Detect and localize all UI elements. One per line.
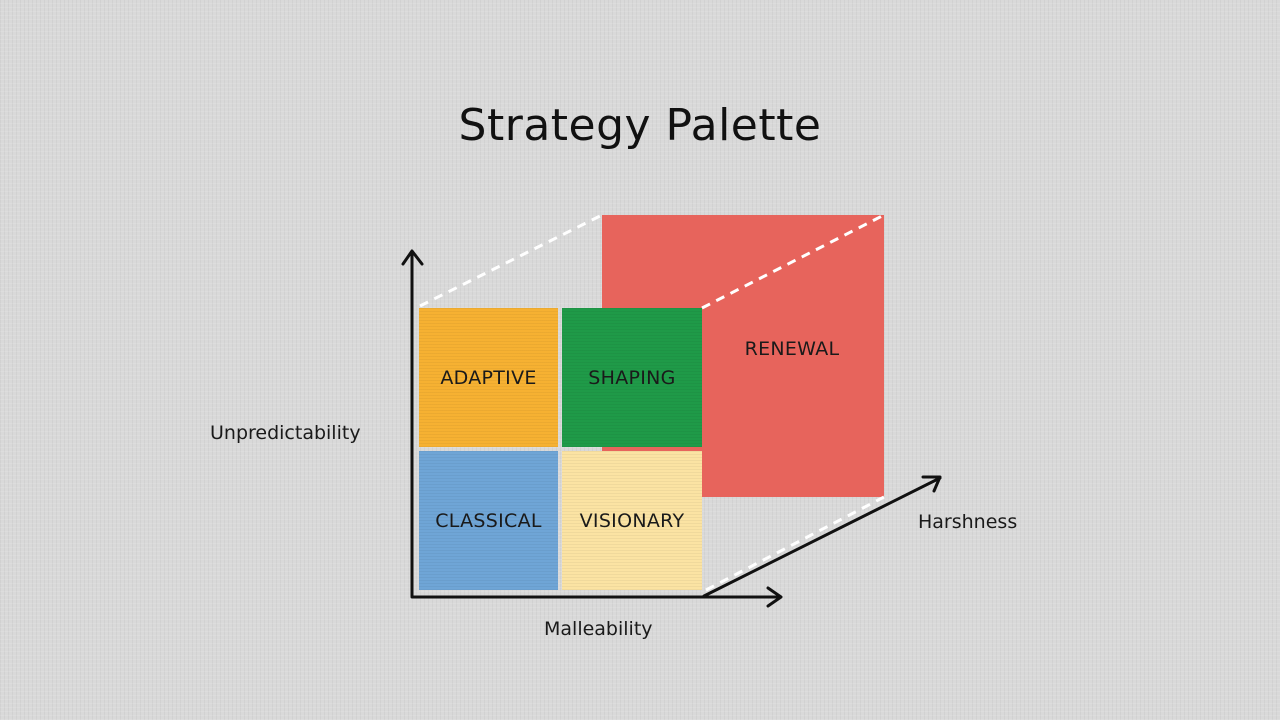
vertical-axis-label: Unpredictability xyxy=(210,422,361,444)
classical-cell: CLASSICAL xyxy=(419,451,558,590)
adaptive-label: ADAPTIVE xyxy=(440,366,537,389)
visionary-label: VISIONARY xyxy=(579,509,685,532)
visionary-cell: VISIONARY xyxy=(562,451,702,590)
classical-label: CLASSICAL xyxy=(435,509,542,532)
shaping-cell: SHAPING xyxy=(562,308,702,447)
adaptive-cell: ADAPTIVE xyxy=(419,308,558,447)
renewal-label: RENEWAL xyxy=(744,338,840,360)
horizontal-axis-label: Malleability xyxy=(544,618,653,640)
page-title: Strategy Palette xyxy=(458,100,822,151)
depth-axis-label: Harshness xyxy=(918,511,1018,533)
shaping-label: SHAPING xyxy=(588,366,676,389)
